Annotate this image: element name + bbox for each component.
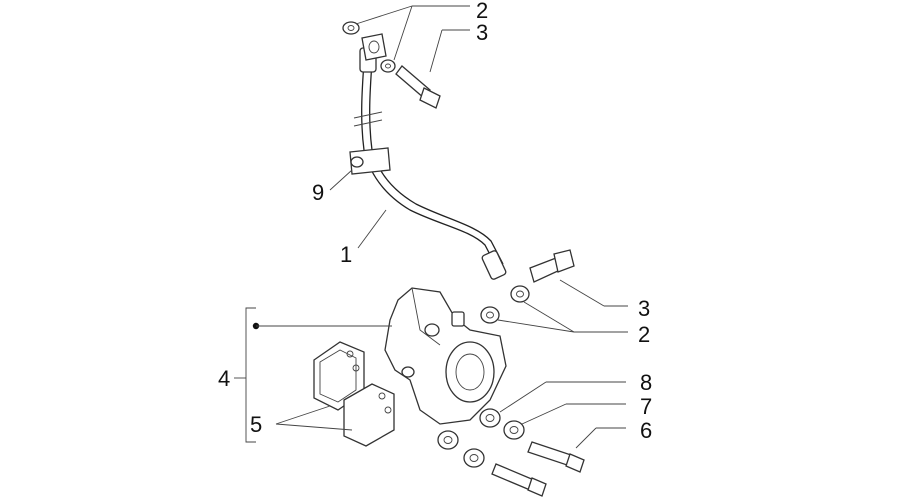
callout-2-bottom: 2	[638, 322, 650, 347]
callout-labels: 2 3 9 1 3 2 4 8 7 6 5	[218, 0, 652, 443]
callout-8: 8	[640, 370, 652, 395]
callout-7: 7	[640, 394, 652, 419]
callout-3-top: 3	[476, 20, 488, 45]
callout-9: 9	[312, 180, 324, 205]
callout-4: 4	[218, 366, 230, 391]
callout-5: 5	[250, 412, 262, 437]
brake-pads	[313, 341, 395, 447]
hose-clip	[349, 147, 391, 175]
brake-caliper	[384, 287, 507, 425]
callout-6: 6	[640, 418, 652, 443]
callout-1: 1	[340, 242, 352, 267]
callout-2-top: 2	[476, 0, 488, 23]
callout-3-bottom: 3	[638, 296, 650, 321]
leader-lines	[234, 5, 628, 449]
lower-banjo-assembly	[480, 249, 575, 324]
upper-banjo-assembly	[342, 21, 441, 109]
caliper-mounting-hardware	[437, 408, 585, 497]
